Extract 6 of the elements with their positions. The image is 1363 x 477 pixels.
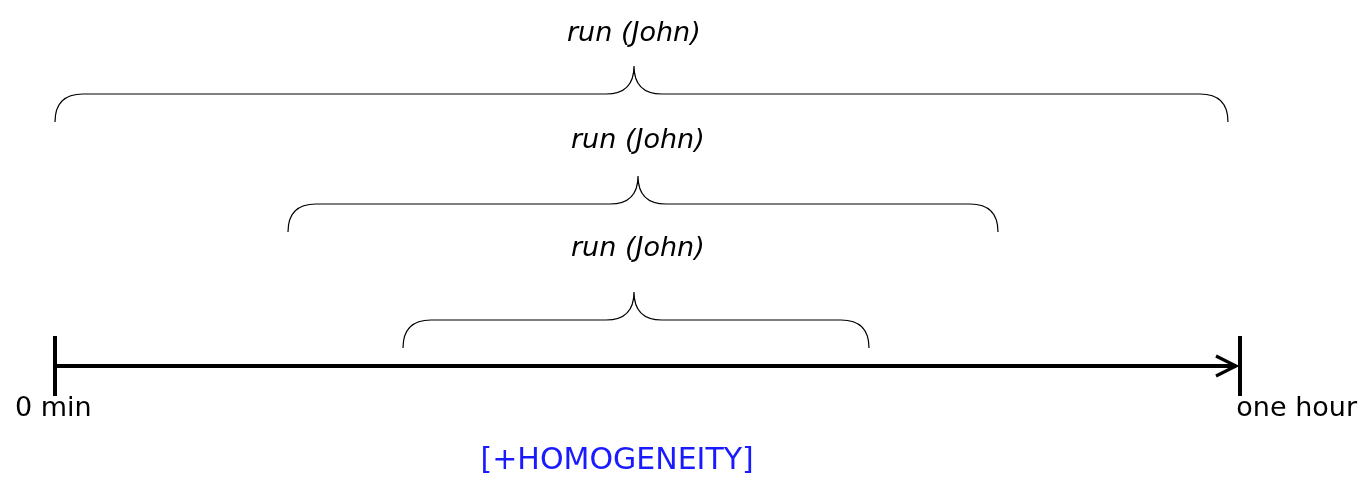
event-label: run (John): [567, 17, 701, 45]
axis-label: one hour: [1236, 392, 1357, 420]
event-label: run (John): [571, 232, 705, 260]
axis-label: 0 min: [15, 392, 92, 420]
event-label: run (John): [571, 124, 705, 152]
feature-label: [+HOMOGENEITY]: [480, 444, 754, 474]
